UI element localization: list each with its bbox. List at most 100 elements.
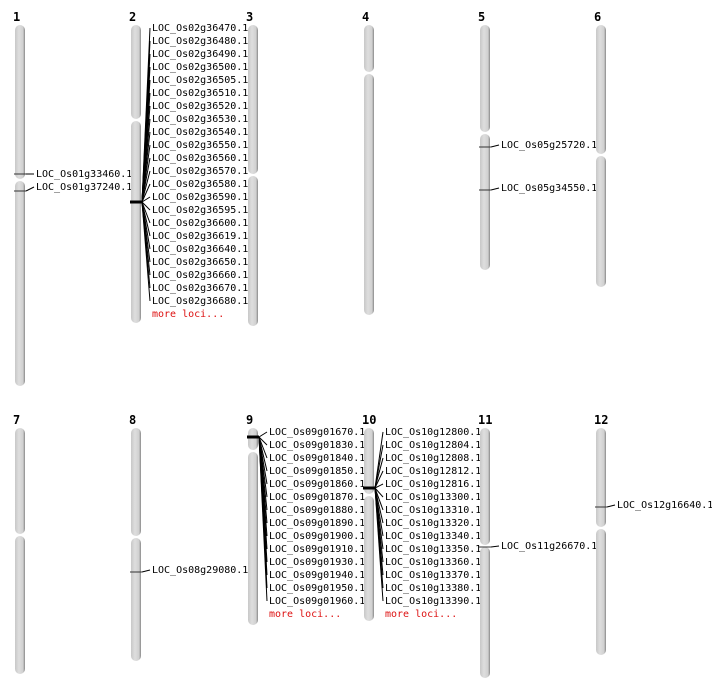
locus-label[interactable]: LOC_Os09g01930.1 — [269, 557, 365, 568]
locus-label[interactable]: LOC_Os02g36530.1 — [152, 114, 248, 125]
locus-label[interactable]: LOC_Os10g13360.1 — [385, 557, 481, 568]
chromosome-2[interactable]: 2LOC_Os02g36470.1LOC_Os02g36480.1LOC_Os0… — [129, 10, 248, 323]
locus-label[interactable]: LOC_Os02g36660.1 — [152, 270, 248, 281]
locus-label[interactable]: LOC_Os02g36480.1 — [152, 36, 248, 47]
locus-label[interactable]: LOC_Os02g36600.1 — [152, 218, 248, 229]
locus-label[interactable]: LOC_Os11g26670.1 — [501, 541, 597, 552]
locus-item[interactable]: LOC_Os02g36590.1 — [141, 192, 248, 203]
locus-label[interactable]: LOC_Os10g13300.1 — [385, 492, 481, 503]
locus-label[interactable]: LOC_Os09g01940.1 — [269, 570, 365, 581]
chromosome-7[interactable]: 7 — [13, 413, 25, 674]
locus-label[interactable]: LOC_Os10g13350.1 — [385, 544, 481, 555]
locus-label[interactable]: LOC_Os01g37240.1 — [36, 182, 132, 193]
locus-label[interactable]: LOC_Os02g36510.1 — [152, 88, 248, 99]
locus-item[interactable]: LOC_Os02g36570.1 — [141, 166, 248, 203]
locus-item[interactable]: LOC_Os12g16640.1 — [595, 500, 712, 511]
locus-label[interactable]: LOC_Os10g13390.1 — [385, 596, 481, 607]
locus-label[interactable]: LOC_Os02g36640.1 — [152, 244, 248, 255]
locus-item[interactable]: LOC_Os09g01670.1 — [258, 427, 365, 438]
locus-label[interactable]: LOC_Os09g01910.1 — [269, 544, 365, 555]
locus-item[interactable]: LOC_Os09g01830.1 — [258, 436, 365, 451]
locus-label[interactable]: LOC_Os02g36520.1 — [152, 101, 248, 112]
locus-item[interactable]: LOC_Os10g12812.1 — [374, 466, 481, 489]
locus-item[interactable]: LOC_Os11g26670.1 — [479, 541, 597, 552]
locus-item[interactable]: LOC_Os02g36560.1 — [141, 153, 248, 203]
locus-item[interactable]: LOC_Os05g34550.1 — [479, 183, 597, 194]
locus-label[interactable]: LOC_Os10g13340.1 — [385, 531, 481, 542]
locus-label[interactable]: LOC_Os10g13370.1 — [385, 570, 481, 581]
locus-label[interactable]: LOC_Os12g16640.1 — [617, 500, 712, 511]
locus-label[interactable]: LOC_Os09g01950.1 — [269, 583, 365, 594]
more-loci-link[interactable]: more loci... — [385, 609, 457, 620]
locus-label[interactable]: LOC_Os10g12800.1 — [385, 427, 481, 438]
locus-label[interactable]: LOC_Os02g36490.1 — [152, 49, 248, 60]
chromosome-3[interactable]: 3 — [246, 10, 258, 326]
locus-label[interactable]: LOC_Os02g36470.1 — [152, 23, 248, 34]
locus-label[interactable]: LOC_Os09g01850.1 — [269, 466, 365, 477]
locus-label[interactable]: LOC_Os02g36650.1 — [152, 257, 248, 268]
locus-label[interactable]: LOC_Os02g36670.1 — [152, 283, 248, 294]
locus-label[interactable]: LOC_Os10g12812.1 — [385, 466, 481, 477]
locus-item[interactable]: LOC_Os01g33460.1 — [14, 169, 132, 180]
chromosome-number: 9 — [246, 413, 253, 427]
chromosome-4[interactable]: 4 — [362, 10, 374, 315]
locus-label[interactable]: LOC_Os01g33460.1 — [36, 169, 132, 180]
locus-item[interactable]: LOC_Os10g12808.1 — [374, 453, 481, 489]
locus-label[interactable]: LOC_Os09g01890.1 — [269, 518, 365, 529]
locus-item[interactable]: LOC_Os02g36540.1 — [141, 127, 248, 203]
chromosome-6[interactable]: 6 — [594, 10, 606, 287]
locus-label[interactable]: LOC_Os02g36560.1 — [152, 153, 248, 164]
locus-label[interactable]: LOC_Os10g13320.1 — [385, 518, 481, 529]
locus-label[interactable]: LOC_Os10g13310.1 — [385, 505, 481, 516]
locus-item[interactable]: LOC_Os10g12804.1 — [374, 440, 481, 489]
locus-item[interactable]: LOC_Os02g36680.1 — [141, 201, 248, 307]
locus-label[interactable]: LOC_Os09g01880.1 — [269, 505, 365, 516]
locus-label[interactable]: LOC_Os02g36540.1 — [152, 127, 248, 138]
more-loci-link[interactable]: more loci... — [152, 309, 224, 320]
chromosome-9[interactable]: 9LOC_Os09g01670.1LOC_Os09g01830.1LOC_Os0… — [246, 413, 365, 625]
locus-label[interactable]: LOC_Os09g01900.1 — [269, 531, 365, 542]
locus-label[interactable]: LOC_Os10g12808.1 — [385, 453, 481, 464]
locus-label[interactable]: LOC_Os10g12804.1 — [385, 440, 481, 451]
locus-label[interactable]: LOC_Os02g36550.1 — [152, 140, 248, 151]
locus-item[interactable]: LOC_Os02g36580.1 — [141, 179, 248, 203]
locus-item[interactable]: LOC_Os10g12816.1 — [374, 479, 481, 490]
locus-label[interactable]: LOC_Os02g36505.1 — [152, 75, 248, 86]
locus-label[interactable]: LOC_Os10g13380.1 — [385, 583, 481, 594]
locus-label[interactable]: LOC_Os02g36619.1 — [152, 231, 248, 242]
more-loci-link[interactable]: more loci... — [269, 609, 341, 620]
locus-label[interactable]: LOC_Os05g25720.1 — [501, 140, 597, 151]
locus-item[interactable]: LOC_Os09g01960.1 — [258, 436, 365, 607]
locus-label[interactable]: LOC_Os09g01670.1 — [269, 427, 365, 438]
locus-item[interactable]: LOC_Os01g37240.1 — [14, 182, 132, 193]
chromosome-arm-q — [364, 496, 374, 621]
locus-item[interactable]: LOC_Os02g36595.1 — [141, 201, 248, 216]
locus-label[interactable]: LOC_Os02g36680.1 — [152, 296, 248, 307]
locus-label[interactable]: LOC_Os02g36590.1 — [152, 192, 248, 203]
locus-label[interactable]: LOC_Os09g01830.1 — [269, 440, 365, 451]
chromosome-10[interactable]: 10LOC_Os10g12800.1LOC_Os10g12804.1LOC_Os… — [362, 413, 481, 621]
locus-label[interactable]: LOC_Os05g34550.1 — [501, 183, 597, 194]
locus-label[interactable]: LOC_Os02g36580.1 — [152, 179, 248, 190]
locus-item[interactable]: LOC_Os10g13390.1 — [374, 487, 481, 607]
locus-item[interactable]: LOC_Os10g13300.1 — [374, 487, 481, 503]
chromosome-arm-p — [131, 25, 141, 119]
chromosome-number: 12 — [594, 413, 608, 427]
locus-label[interactable]: LOC_Os02g36570.1 — [152, 166, 248, 177]
locus-label[interactable]: LOC_Os02g36500.1 — [152, 62, 248, 73]
locus-label[interactable]: LOC_Os10g12816.1 — [385, 479, 481, 490]
chromosome-number: 10 — [362, 413, 376, 427]
locus-label[interactable]: LOC_Os09g01960.1 — [269, 596, 365, 607]
locus-item[interactable]: LOC_Os05g25720.1 — [479, 140, 597, 151]
locus-label[interactable]: LOC_Os02g36595.1 — [152, 205, 248, 216]
locus-label[interactable]: LOC_Os09g01860.1 — [269, 479, 365, 490]
locus-label[interactable]: LOC_Os08g29080.1 — [152, 565, 248, 576]
locus-label[interactable]: LOC_Os09g01840.1 — [269, 453, 365, 464]
locus-item[interactable]: LOC_Os08g29080.1 — [130, 565, 248, 576]
locus-label[interactable]: LOC_Os09g01870.1 — [269, 492, 365, 503]
